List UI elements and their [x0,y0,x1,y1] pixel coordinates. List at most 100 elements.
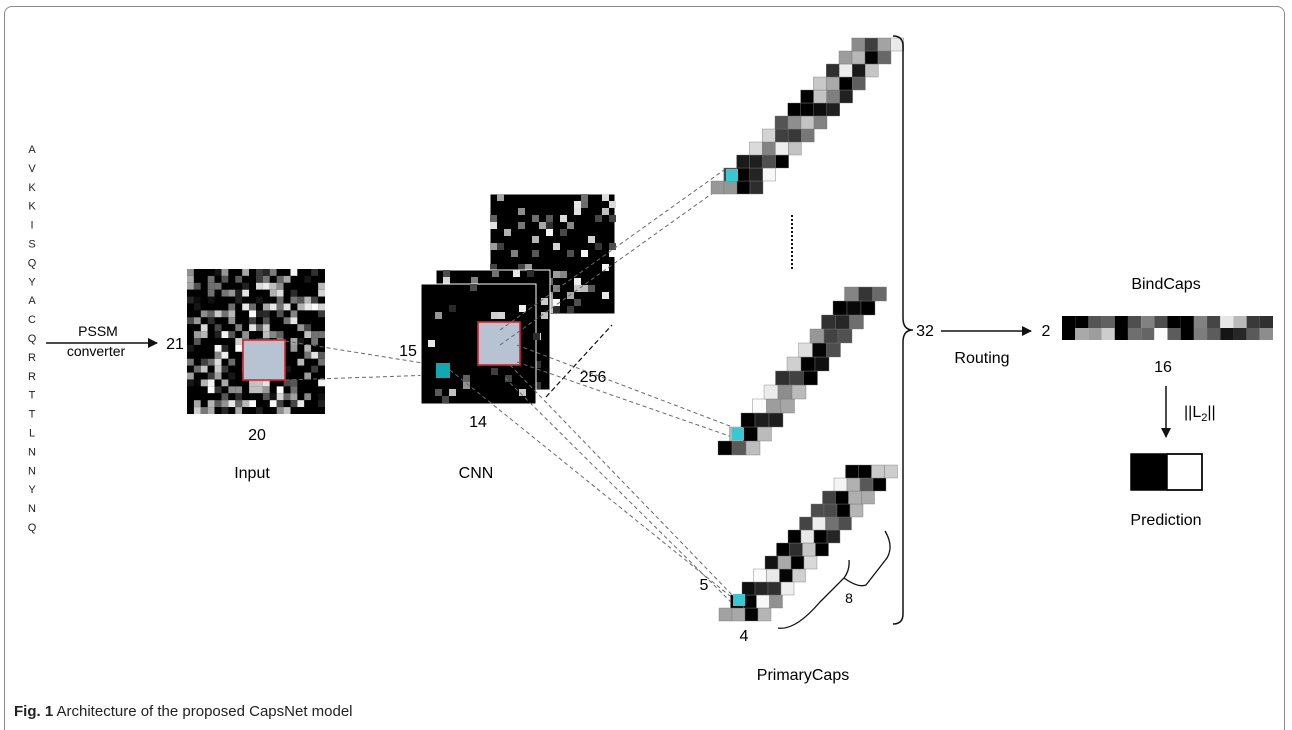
capsule-cell [813,115,828,130]
input-cell [290,365,298,373]
input-cell [193,275,201,283]
capsule-cell [800,102,814,117]
input-cell [311,365,319,373]
primarycaps-title: PrimaryCaps [757,667,849,684]
input-cell [304,324,312,332]
input-cell [207,275,215,283]
input-cell [228,407,236,414]
input-cell [283,358,291,366]
capsule-cell [744,607,759,622]
input-cell [297,365,305,373]
capsule-cell [753,568,767,583]
input-cell [290,379,298,387]
input-cell [283,331,291,339]
input-cell [193,351,201,359]
capsule-cell [839,76,853,91]
input-cell [207,289,215,297]
feature-map-cell [546,229,553,236]
input-cell [290,393,298,401]
bindcaps-cell [1233,316,1247,328]
input-cell [214,296,222,304]
input-cell [269,303,277,311]
input-cell [249,317,256,325]
input-cell [269,310,277,318]
input-cell [242,317,250,325]
feature-map-cell [518,264,525,271]
capsule-cell [787,529,802,544]
input-cell [221,282,229,290]
feature-map-cell [560,215,567,222]
input-cell [235,407,243,414]
input-cell [187,379,194,387]
input-cell [214,310,222,318]
capsule-cell [826,342,841,358]
input-cell [304,338,312,345]
input-cell [311,317,319,325]
input-cell [242,400,250,408]
bindcaps-cell [1180,328,1194,340]
capsule-cell [766,398,781,414]
input-cell [249,296,256,304]
bindcaps-cell [1233,328,1247,340]
bindcaps-cell [1154,328,1168,340]
input-cell [221,275,229,283]
prediction-box [1130,453,1203,491]
input-cell [214,365,222,373]
input-cell [297,275,305,283]
feature-map-cell [553,299,560,306]
input-cell [269,269,277,276]
capsule-cell [776,542,790,557]
input-cell [311,372,319,380]
capsule-cell [752,398,767,414]
capsules-brace [892,35,914,625]
sequence-residue: Q [28,333,37,345]
capsule-cell [749,180,764,195]
input-cell [269,324,277,332]
input-cell [249,289,256,297]
cnn-cols-label: 14 [469,414,487,431]
input-cell [214,400,222,408]
capsule-cell [736,154,750,169]
input-cell [193,303,201,311]
primarycaps-block-middle [717,286,887,456]
capsule-cell [741,581,756,596]
input-cell [283,296,291,304]
capsule-cell [884,464,898,479]
capsule-cell [766,568,780,583]
input-cell [290,310,298,318]
capsule-cell [813,529,828,544]
input-cell [214,289,222,297]
primarycaps-block-top [710,37,904,195]
input-cell [228,372,236,380]
input-cell [207,269,215,276]
input-cell [221,344,229,352]
capsule-cell [864,37,878,52]
feature-map-cell [567,250,574,257]
input-cell [242,393,250,401]
input-cell [262,310,270,318]
input-cell [256,282,263,290]
input-cell [249,310,256,318]
feature-map-cell [471,277,478,284]
input-cell [311,282,319,290]
bindcaps-cell [1259,316,1273,328]
input-cell [221,310,229,318]
capsule-cell [845,464,859,479]
sequence-residue: C [28,314,36,326]
caps-bottom-highlight [733,594,745,606]
input-cell [262,275,270,283]
input-cell [193,324,201,332]
input-cell [297,393,305,401]
caps-rows-label: 5 [700,577,709,594]
input-cell [297,358,305,366]
capsule-cell [852,63,866,78]
feature-map-cell [534,361,541,368]
input-cell [304,365,312,373]
sequence-residue: Y [28,484,36,496]
input-cell [283,400,291,408]
capsule-cell [835,490,849,505]
input-cell [297,324,305,332]
input-cell [228,275,236,283]
input-cell [235,303,243,311]
